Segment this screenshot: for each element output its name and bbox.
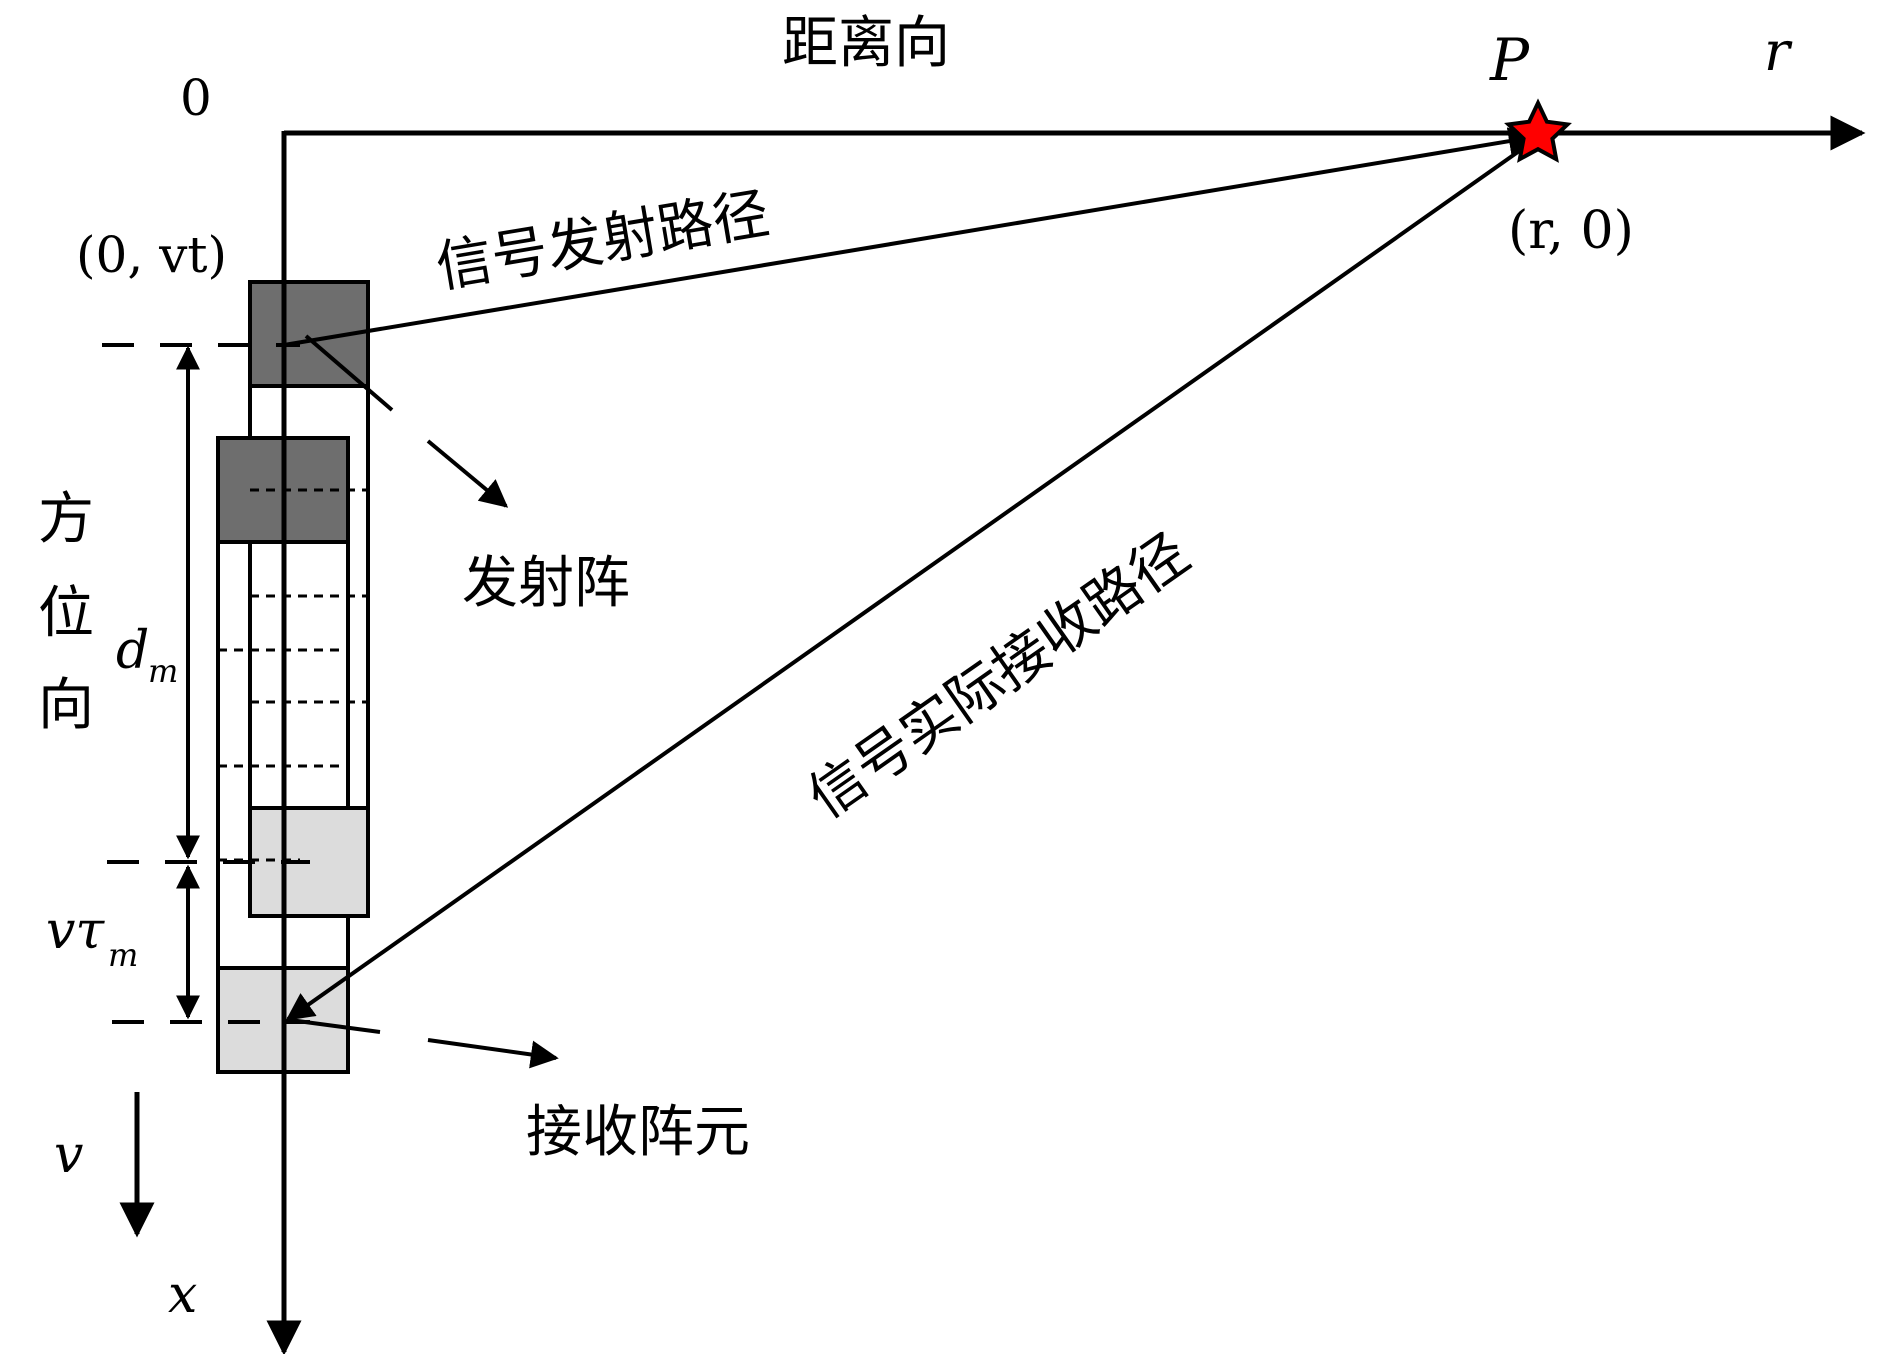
- r-axis-label: r: [1764, 20, 1793, 83]
- star-icon: [1504, 98, 1572, 163]
- origin-label: 0: [180, 69, 212, 127]
- dm-label: d m: [116, 621, 178, 690]
- receive-path-label: 信号实际接收路径: [797, 521, 1201, 831]
- svg-text:vτ: vτ: [46, 901, 105, 961]
- array-coordinate: (0, vt): [76, 226, 227, 284]
- array-element-dividers: [218, 488, 368, 862]
- transmit-array-pointer: [304, 334, 394, 412]
- receive-element-pointer: [289, 1018, 381, 1034]
- target-label: P: [1489, 26, 1530, 94]
- receive-element-pointer-arrow: [427, 1038, 559, 1069]
- transmit-path-line: [283, 127, 1537, 347]
- velocity-label: v: [54, 1125, 83, 1185]
- transmit-array-pointer-arrow: [426, 439, 509, 508]
- svg-text:m: m: [148, 652, 178, 690]
- transmit-array-label: 发射阵: [462, 551, 630, 616]
- svg-text:d: d: [116, 621, 149, 681]
- transmit-path-label: 信号发射路径: [432, 181, 774, 301]
- range-direction-label: 距离向: [782, 11, 950, 76]
- receive-element-label: 接收阵元: [526, 1100, 750, 1165]
- azimuth-char-3: 向: [38, 673, 94, 738]
- azimuth-char-1: 方: [38, 487, 94, 552]
- vtau-label: vτ m: [46, 901, 138, 974]
- azimuth-char-2: 位: [38, 581, 94, 646]
- svg-text:m: m: [108, 936, 138, 974]
- x-axis-label: x: [168, 1265, 197, 1325]
- receive-path-line: [285, 133, 1544, 1021]
- target-coordinate: (r, 0): [1508, 201, 1634, 261]
